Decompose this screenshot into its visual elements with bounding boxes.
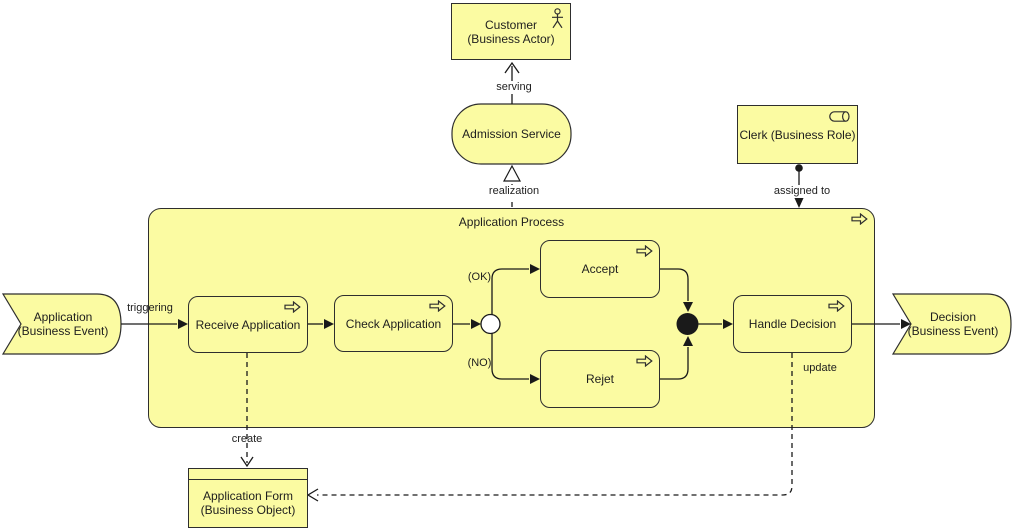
- business-object-header-bar: [189, 469, 307, 480]
- hollow-triangle-arrowhead-icon: [503, 164, 521, 182]
- business-process-arrow-icon: [636, 355, 653, 367]
- update-label: update: [803, 362, 837, 374]
- node-application-form[interactable]: Application Form (Business Object): [188, 468, 308, 528]
- open-arrowhead-icon: [306, 488, 319, 502]
- triggering-label: triggering: [127, 302, 173, 314]
- rejet-label: Rejet: [585, 372, 614, 386]
- clerk-label: Clerk (Business Role): [739, 127, 856, 142]
- junction-and[interactable]: [676, 313, 699, 335]
- open-arrowhead-icon: [504, 61, 520, 74]
- node-clerk[interactable]: Clerk (Business Role): [737, 105, 858, 164]
- open-arrowhead-icon: [240, 456, 254, 468]
- node-rejet[interactable]: Rejet: [540, 350, 660, 408]
- node-handle-decision[interactable]: Handle Decision: [733, 295, 852, 353]
- junction-or[interactable]: [480, 313, 501, 335]
- application-process-label: Application Process: [458, 215, 565, 229]
- solid-arrowhead-icon: [794, 197, 804, 208]
- node-check-application[interactable]: Check Application: [334, 295, 453, 352]
- application-form-label: Application Form (Business Object): [200, 489, 296, 517]
- node-customer[interactable]: Customer (Business Actor): [451, 3, 571, 60]
- business-process-arrow-icon: [851, 213, 868, 225]
- accept-label: Accept: [581, 262, 619, 276]
- receive-application-label: Receive Application: [195, 317, 301, 332]
- node-receive-application[interactable]: Receive Application: [188, 296, 308, 353]
- create-label: create: [231, 433, 263, 445]
- business-process-arrow-icon: [284, 301, 301, 313]
- business-actor-icon: [552, 8, 563, 29]
- ok-label: (OK): [467, 271, 492, 283]
- serving-label: serving: [487, 81, 541, 94]
- customer-label: Customer (Business Actor): [467, 17, 555, 46]
- no-label: (NO): [467, 357, 492, 369]
- assignment-ball-icon: [795, 164, 803, 172]
- business-process-arrow-icon: [429, 300, 446, 312]
- node-admission-service[interactable]: [451, 103, 572, 165]
- check-application-label: Check Application: [345, 316, 442, 331]
- realization-label: realization: [477, 185, 551, 198]
- node-decision-event[interactable]: [891, 293, 1012, 355]
- assigned-to-label: assigned to: [765, 185, 839, 198]
- business-process-arrow-icon: [828, 300, 845, 312]
- node-accept[interactable]: Accept: [540, 240, 660, 298]
- handle-decision-label: Handle Decision: [748, 317, 837, 331]
- business-process-arrow-icon: [636, 245, 653, 257]
- business-role-icon: [829, 111, 850, 122]
- node-application-event[interactable]: [1, 293, 122, 355]
